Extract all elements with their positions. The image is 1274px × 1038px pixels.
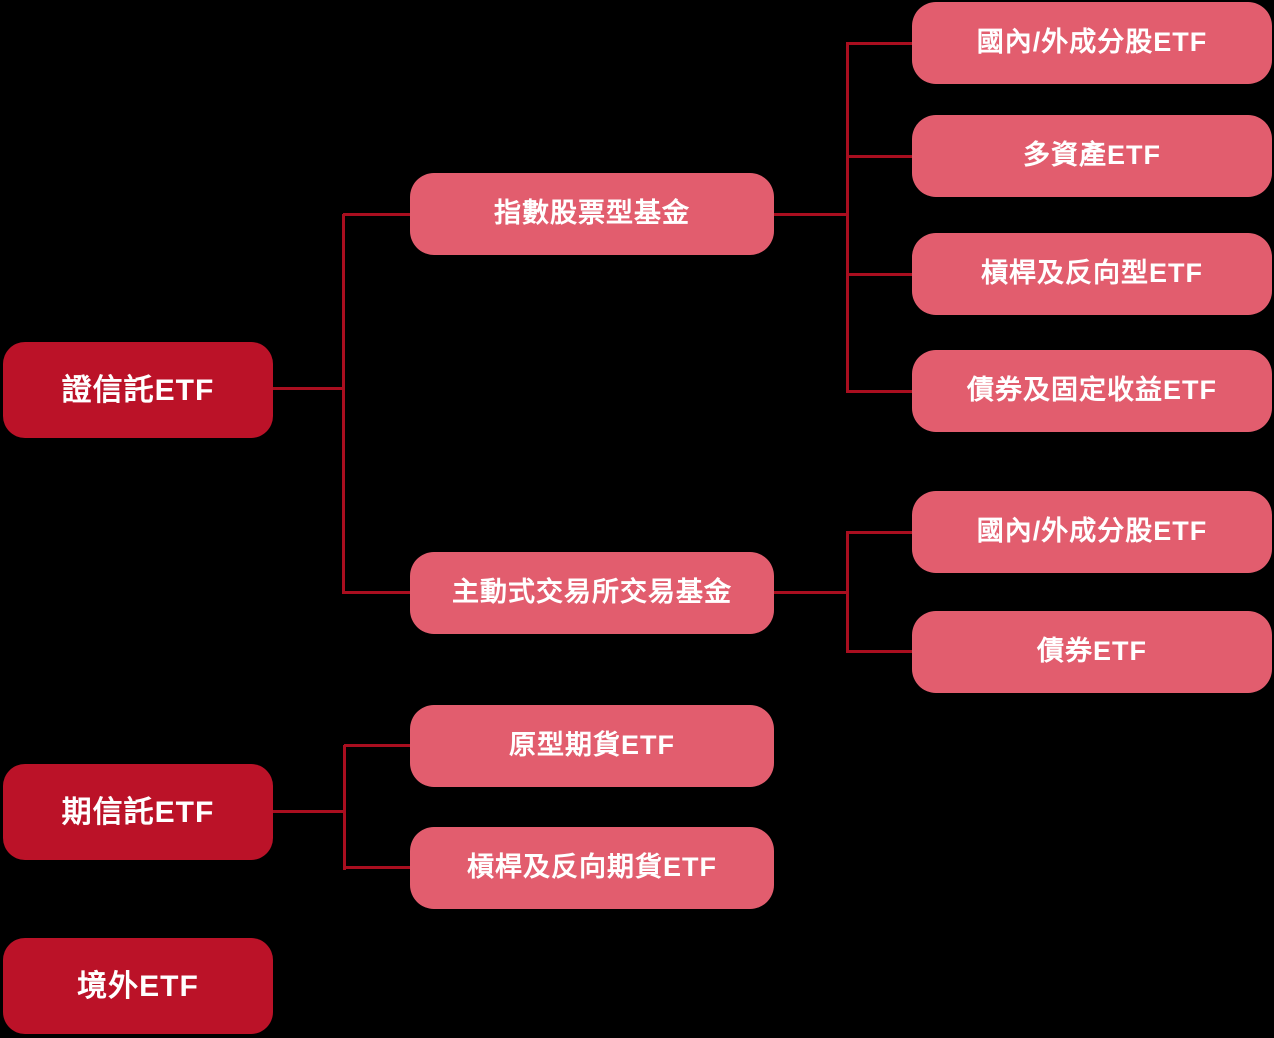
node-domestic-foreign-component-stock-etf-2: 國內/外成分股ETF	[912, 491, 1272, 573]
connector-to-plain-futures	[344, 744, 411, 747]
node-bond-fixed-income-etf: 債券及固定收益ETF	[912, 350, 1272, 432]
connector-to-bond-etf	[846, 650, 912, 653]
node-multi-asset-etf: 多資產ETF	[912, 115, 1272, 197]
node-plain-futures-etf: 原型期貨ETF	[410, 705, 774, 787]
connector-to-leveraged-inverse	[846, 273, 912, 276]
node-bond-etf: 債券ETF	[912, 611, 1272, 693]
connector-to-active-etf	[343, 591, 410, 594]
connector-index-equity-vertical	[846, 42, 849, 392]
connector-index-equity-stem	[774, 213, 847, 216]
node-leveraged-inverse-futures-etf: 槓桿及反向期貨ETF	[410, 827, 774, 909]
connector-securities-trust-vertical	[342, 214, 345, 594]
connector-to-bond-fixed-income	[846, 390, 912, 393]
connector-to-leveraged-inverse-futures	[344, 866, 411, 869]
node-futures-trust-etf: 期信託ETF	[3, 764, 273, 860]
node-active-exchange-traded-fund: 主動式交易所交易基金	[410, 552, 774, 634]
connector-to-domestic-foreign-2	[846, 531, 912, 534]
node-leveraged-inverse-etf: 槓桿及反向型ETF	[912, 233, 1272, 315]
connector-futures-trust-vertical	[343, 745, 346, 870]
connector-securities-trust-stem	[273, 387, 343, 390]
connector-to-index-equity-fund	[343, 213, 410, 216]
node-offshore-etf: 境外ETF	[3, 938, 273, 1034]
node-securities-trust-etf: 證信託ETF	[3, 342, 273, 438]
node-domestic-foreign-component-stock-etf-1: 國內/外成分股ETF	[912, 2, 1272, 84]
connector-active-etf-vertical	[846, 531, 849, 653]
connector-active-etf-stem	[774, 591, 847, 594]
connector-to-domestic-foreign-1	[846, 42, 912, 45]
connector-to-multi-asset	[846, 155, 912, 158]
connector-futures-trust-stem	[270, 810, 345, 813]
node-index-equity-fund: 指數股票型基金	[410, 173, 774, 255]
